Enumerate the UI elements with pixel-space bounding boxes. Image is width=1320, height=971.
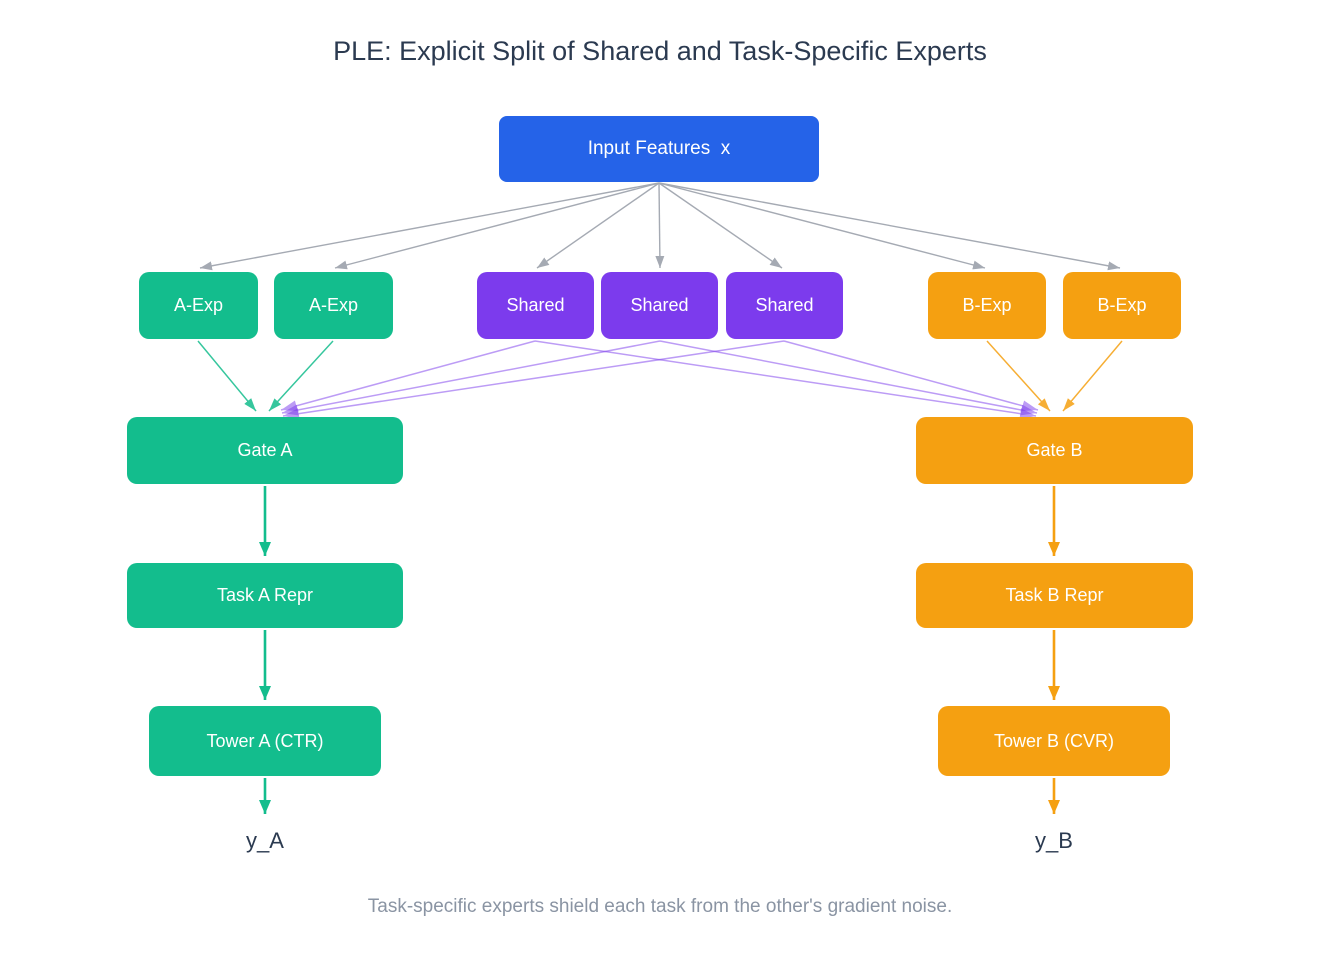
node-tower-a: Tower A (CTR): [149, 706, 381, 776]
edge-input-to-shared-1: [536, 182, 660, 269]
output-label-y-b: y_B: [1035, 828, 1073, 853]
diagram-caption: Task-specific experts shield each task f…: [367, 896, 953, 917]
edge-b-exp-1-to-gate-b: [986, 340, 1051, 412]
edge-b-exp-2-to-gate-b: [1062, 340, 1123, 412]
edge-shared-3-to-gate-a: [282, 340, 785, 420]
edge-a-exp-2-to-gate-a: [268, 340, 334, 412]
edge-input-to-a-exp-1: [199, 182, 660, 271]
edge-shared-1-to-gate-a: [280, 340, 536, 412]
edge-input-to-shared-3: [658, 182, 783, 269]
node-a-exp-1: A-Exp: [139, 272, 258, 339]
node-shared-2: Shared: [601, 272, 718, 339]
node-b-exp-1: B-Exp: [928, 272, 1046, 339]
node-gate-a: Gate A: [127, 417, 403, 484]
edge-input-to-shared-2: [655, 182, 665, 269]
edge-shared-1-to-gate-b: [534, 340, 1037, 420]
node-gate-b: Gate B: [916, 417, 1193, 484]
node-b-exp-2: B-Exp: [1063, 272, 1181, 339]
node-shared-1: Shared: [477, 272, 594, 339]
diagram-title: PLE: Explicit Split of Shared and Task-S…: [333, 36, 987, 66]
edge-shared-2-to-gate-b: [659, 340, 1038, 416]
node-a-exp-2: A-Exp: [274, 272, 393, 339]
output-label-y-a: y_A: [246, 828, 284, 853]
node-input-features: Input Features x: [499, 116, 819, 182]
edge-input-to-a-exp-2: [334, 182, 660, 270]
edge-a-exp-1-to-gate-a: [197, 340, 257, 412]
node-shared-3: Shared: [726, 272, 843, 339]
node-tower-b: Tower B (CVR): [938, 706, 1170, 776]
edge-input-to-b-exp-1: [658, 182, 986, 270]
node-task-b-repr: Task B Repr: [916, 563, 1193, 628]
edge-input-to-b-exp-2: [658, 182, 1121, 271]
node-task-a-repr: Task A Repr: [127, 563, 403, 628]
edge-shared-3-to-gate-b: [783, 340, 1039, 412]
edge-shared-2-to-gate-a: [281, 340, 661, 416]
